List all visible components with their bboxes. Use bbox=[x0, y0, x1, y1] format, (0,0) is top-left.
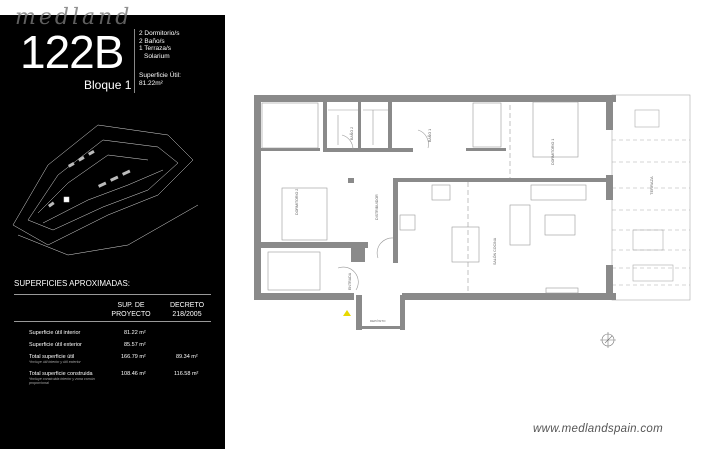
terrace bbox=[611, 94, 691, 301]
unit-number: 122B bbox=[20, 26, 124, 78]
table-title: SUPERFICIES APROXIMADAS: bbox=[14, 279, 131, 288]
walls bbox=[254, 95, 616, 330]
north-compass-icon bbox=[600, 332, 616, 348]
row-label: Superficie útil interior bbox=[29, 330, 81, 336]
block-label: Bloque 1 bbox=[84, 78, 132, 92]
row-label-text: Total superficie útil bbox=[29, 354, 75, 360]
unit-info-panel: medland 122B Bloque 1 2 Dormitorio/s 2 B… bbox=[0, 5, 225, 449]
feature: 2 Baño/s bbox=[139, 37, 165, 45]
divider bbox=[14, 321, 211, 322]
room-label-dorm2: DORMITORIO 2 bbox=[295, 189, 299, 215]
row-proyecto: 81.22 m² bbox=[124, 330, 146, 336]
row-proyecto: 85.57 m² bbox=[124, 342, 146, 348]
brand-watermark: medland bbox=[15, 5, 133, 30]
room-label-bano2: BAÑO 2 bbox=[349, 127, 354, 140]
row-decreto: 116.58 m² bbox=[174, 371, 199, 377]
row-decreto: 89.34 m² bbox=[176, 354, 198, 360]
row-label: Total superficie útil*Incluye útil inter… bbox=[29, 354, 81, 364]
surface-summary: Superficie Útil: 81.22m² bbox=[139, 72, 181, 87]
room-label-dist: DISTRIBUIDOR bbox=[375, 194, 379, 220]
room-label-entrada: ENTRADA bbox=[348, 272, 352, 290]
row-note: *Incluye construida interior y zona comú… bbox=[29, 377, 95, 385]
row-label: Total superficie construida*Incluye cons… bbox=[29, 371, 99, 385]
row-label: Superficie útil exterior bbox=[29, 342, 82, 348]
row-note: *Incluye útil interior y útil exterior bbox=[29, 360, 81, 364]
row-proyecto: 166.79 m² bbox=[121, 354, 146, 360]
divider bbox=[134, 29, 135, 93]
feature: 2 Dormitorio/s bbox=[139, 30, 180, 37]
row-label-text: Total superficie construida bbox=[29, 371, 93, 377]
row-proyecto: 108.46 m² bbox=[121, 371, 146, 377]
feature: 1 Terraza/s bbox=[139, 45, 172, 53]
col-header-decreto: DECRETO 218/2005 bbox=[169, 302, 205, 318]
aerial-site-map bbox=[12, 124, 199, 256]
surface-value: 81.22m² bbox=[139, 79, 163, 87]
features-list: 2 Dormitorio/s 2 Baño/s 1 Terraza/s Sola… bbox=[139, 30, 179, 60]
room-label-deposito: DEPÓSITO bbox=[370, 318, 386, 323]
entrance-marker bbox=[343, 310, 351, 316]
room-label-salon: SALÓN COCINA bbox=[492, 237, 497, 265]
room-labels: BAÑO 2 BAÑO 1 DORMITORIO 1 DORMITORIO 2 … bbox=[295, 127, 555, 323]
room-label-bano1: BAÑO 1 bbox=[427, 129, 432, 142]
col-header-proyecto: SUP. DE PROYECTO bbox=[111, 302, 151, 318]
room-label-terraza: TERRAZA bbox=[649, 176, 654, 195]
unit-location-marker bbox=[63, 196, 70, 203]
floor-plan: TERRAZA BAÑO 2 BAÑO 1 DORMITORIO 1 DORMI… bbox=[254, 94, 691, 348]
divider bbox=[14, 294, 211, 295]
feature: Solarium bbox=[144, 52, 170, 60]
surface-label: Superficie Útil: bbox=[139, 72, 181, 79]
room-label-dorm1: DORMITORIO 1 bbox=[551, 139, 555, 165]
furniture bbox=[261, 101, 587, 294]
website-watermark: www.medlandspain.com bbox=[533, 423, 664, 435]
